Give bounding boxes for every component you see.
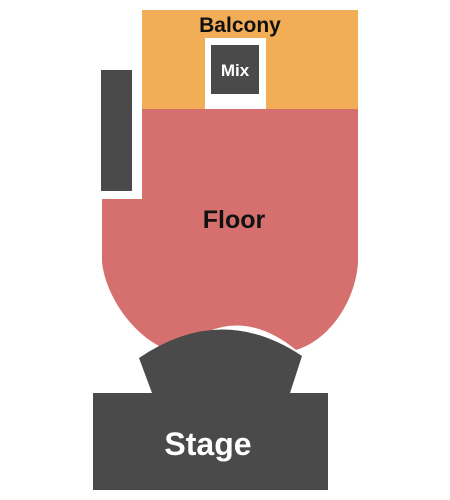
balcony-label: Balcony <box>199 14 281 37</box>
floor-section[interactable]: Floor <box>102 109 358 352</box>
stage-area[interactable] <box>93 329 328 490</box>
mix-label: Mix <box>221 61 250 80</box>
side-block <box>101 70 132 191</box>
floor-area[interactable] <box>102 109 358 352</box>
stage-section[interactable]: Stage <box>93 329 328 490</box>
floor-label: Floor <box>203 206 266 234</box>
mix-booth[interactable] <box>211 45 259 94</box>
stage-label: Stage <box>164 426 251 462</box>
mix-section[interactable]: Mix <box>205 38 266 109</box>
